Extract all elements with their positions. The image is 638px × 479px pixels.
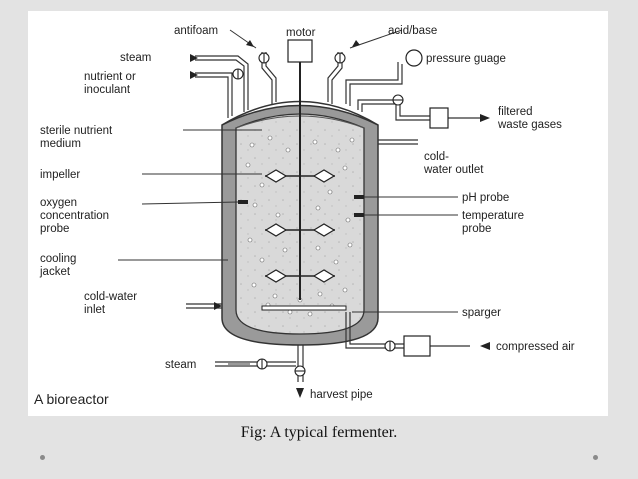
label-filtered-2: waste gases [497, 119, 562, 131]
label-steam-bottom: steam [165, 359, 196, 371]
label-acid-base: acid/base [388, 25, 437, 37]
label-temp-1: temperature [462, 210, 524, 222]
diagram-title: A bioreactor [34, 391, 109, 407]
label-harvest: harvest pipe [310, 389, 373, 401]
label-nutrient-2: inoculant [84, 84, 131, 96]
arrowheads [190, 40, 490, 398]
air-filter-box [403, 335, 431, 357]
oxygen-probe [238, 200, 248, 204]
label-steam-top: steam [120, 52, 151, 64]
slide-dot-right [593, 455, 598, 460]
label-sparger: sparger [462, 307, 501, 319]
figure-caption: Fig: A typical fermenter. [240, 424, 398, 441]
bubbles [245, 135, 355, 317]
pressure-gauge-dial [405, 49, 423, 67]
label-temp-2: probe [462, 223, 491, 235]
label-cold-in-1: cold-water [84, 291, 137, 303]
label-compressed-air: compressed air [496, 341, 575, 353]
label-oxygen-3: probe [40, 223, 69, 235]
ph-probe [354, 195, 364, 199]
valves [232, 52, 404, 377]
label-oxygen-1: oxygen [40, 197, 77, 209]
label-impeller: impeller [40, 169, 80, 181]
label-antifoam: antifoam [174, 25, 218, 37]
label-motor: motor [286, 27, 316, 39]
label-sterile-2: medium [40, 138, 81, 150]
slide-dot-left [40, 455, 45, 460]
label-cold-in-2: inlet [84, 304, 106, 316]
label-pressure-gauge: pressure guage [426, 53, 506, 65]
label-cold-out-2: water outlet [423, 164, 484, 176]
motor-box [287, 39, 313, 63]
label-cold-out-1: cold- [424, 151, 449, 163]
impellers [264, 169, 336, 283]
temperature-probe [354, 213, 364, 217]
label-filtered-1: filtered [498, 106, 533, 118]
label-cooling-2: jacket [39, 266, 71, 278]
label-sterile-1: sterile nutrient [40, 125, 113, 137]
label-cooling-1: cooling [40, 253, 76, 265]
label-ph-probe: pH probe [462, 192, 509, 204]
sparger-bar [261, 305, 347, 311]
filter-box [429, 107, 449, 129]
label-oxygen-2: concentration [40, 210, 109, 222]
label-nutrient-1: nutrient or [84, 71, 136, 83]
